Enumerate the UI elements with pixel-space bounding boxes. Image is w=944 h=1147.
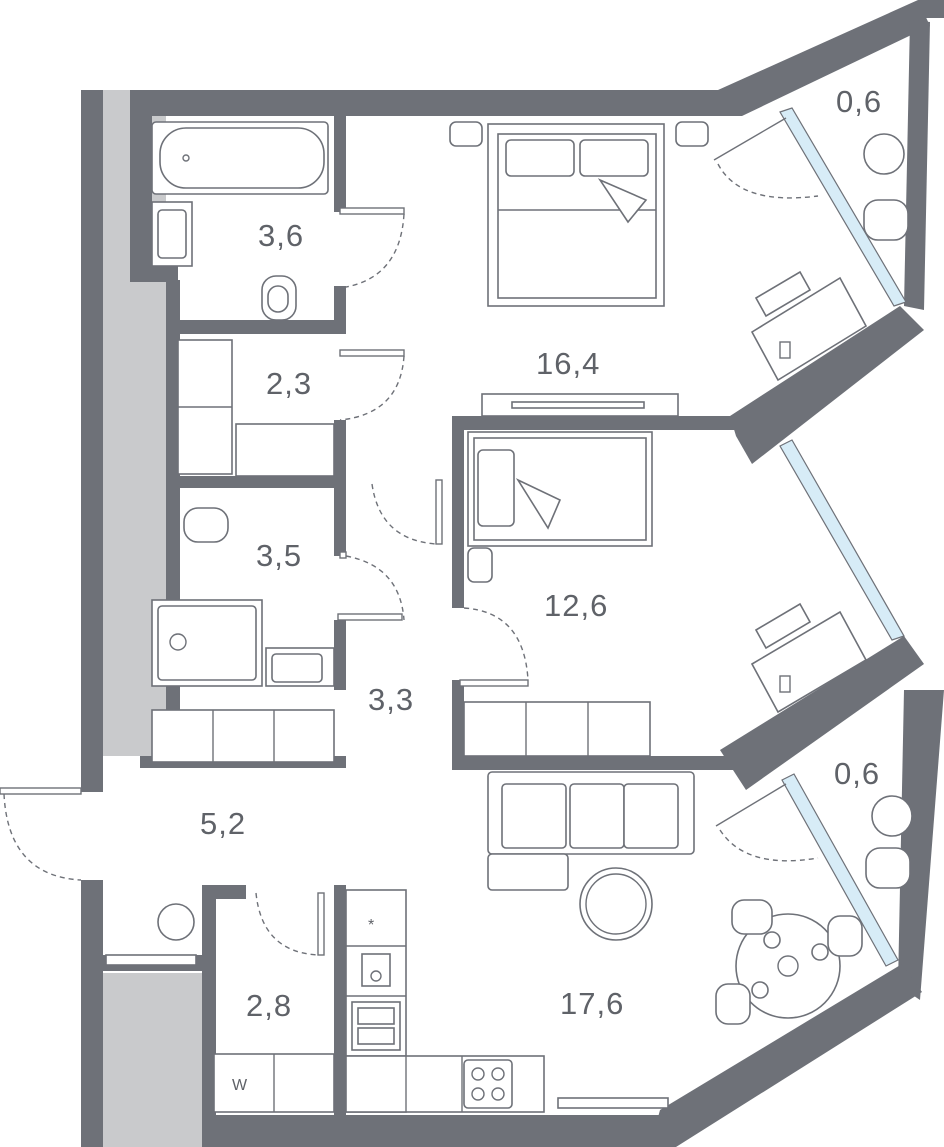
wardrobe-bedroom2 <box>463 701 651 757</box>
nightstand-bedroom2 <box>467 547 493 583</box>
balcony-chair-bottom <box>865 847 911 889</box>
living-furniture <box>345 771 863 1113</box>
room-area-balcony-bedroom: 0,6 <box>836 84 882 119</box>
room-area-corridor: 3,3 <box>368 682 414 717</box>
room-area-hall: 5,2 <box>200 806 246 841</box>
balcony-furniture <box>863 133 913 889</box>
bathroom-fixtures <box>151 121 329 321</box>
doors <box>0 117 819 956</box>
dining-chair-1 <box>731 899 773 935</box>
hall-ottoman <box>157 903 195 941</box>
room-area-wardrobe: 2,3 <box>266 366 312 401</box>
room-area-balcony-living: 0,6 <box>834 756 880 791</box>
room-area-bedroom-2: 12,6 <box>544 588 608 623</box>
tv-unit-living <box>557 1097 669 1109</box>
bedroom2-furniture <box>463 431 868 757</box>
balcony-table-top <box>863 133 905 175</box>
dining-chair-3 <box>715 983 751 1025</box>
laundry-fixtures <box>213 1053 335 1113</box>
fridge-symbol: * <box>368 917 374 934</box>
room-area-shower-room: 3,5 <box>256 538 302 573</box>
nightstand-left <box>449 121 483 147</box>
balcony-chair-top <box>863 199 909 241</box>
windows <box>779 107 907 967</box>
toilet-shower <box>183 507 229 543</box>
hall-storage <box>105 709 335 966</box>
bedroom-furniture <box>449 121 868 417</box>
room-area-bathroom: 3,6 <box>258 218 304 253</box>
washer-label: W <box>232 1077 248 1094</box>
interior-walls <box>81 116 742 1120</box>
coffee-table <box>579 867 653 941</box>
kitchen-counter-bottom <box>345 1055 545 1113</box>
dining-chair-2 <box>827 915 863 957</box>
balcony-table-bottom <box>871 795 913 837</box>
nightstand-right <box>675 121 709 147</box>
cooktop <box>463 1059 513 1109</box>
wardrobe-shelves <box>177 339 335 477</box>
room-area-laundry: 2,8 <box>246 988 292 1023</box>
exterior-walls <box>81 0 944 1147</box>
room-area-bedroom: 16,4 <box>536 346 600 381</box>
shower-fixtures <box>151 507 335 687</box>
left-shaft-lower <box>102 973 202 1147</box>
room-area-kitchen-living: 17,6 <box>560 986 624 1021</box>
